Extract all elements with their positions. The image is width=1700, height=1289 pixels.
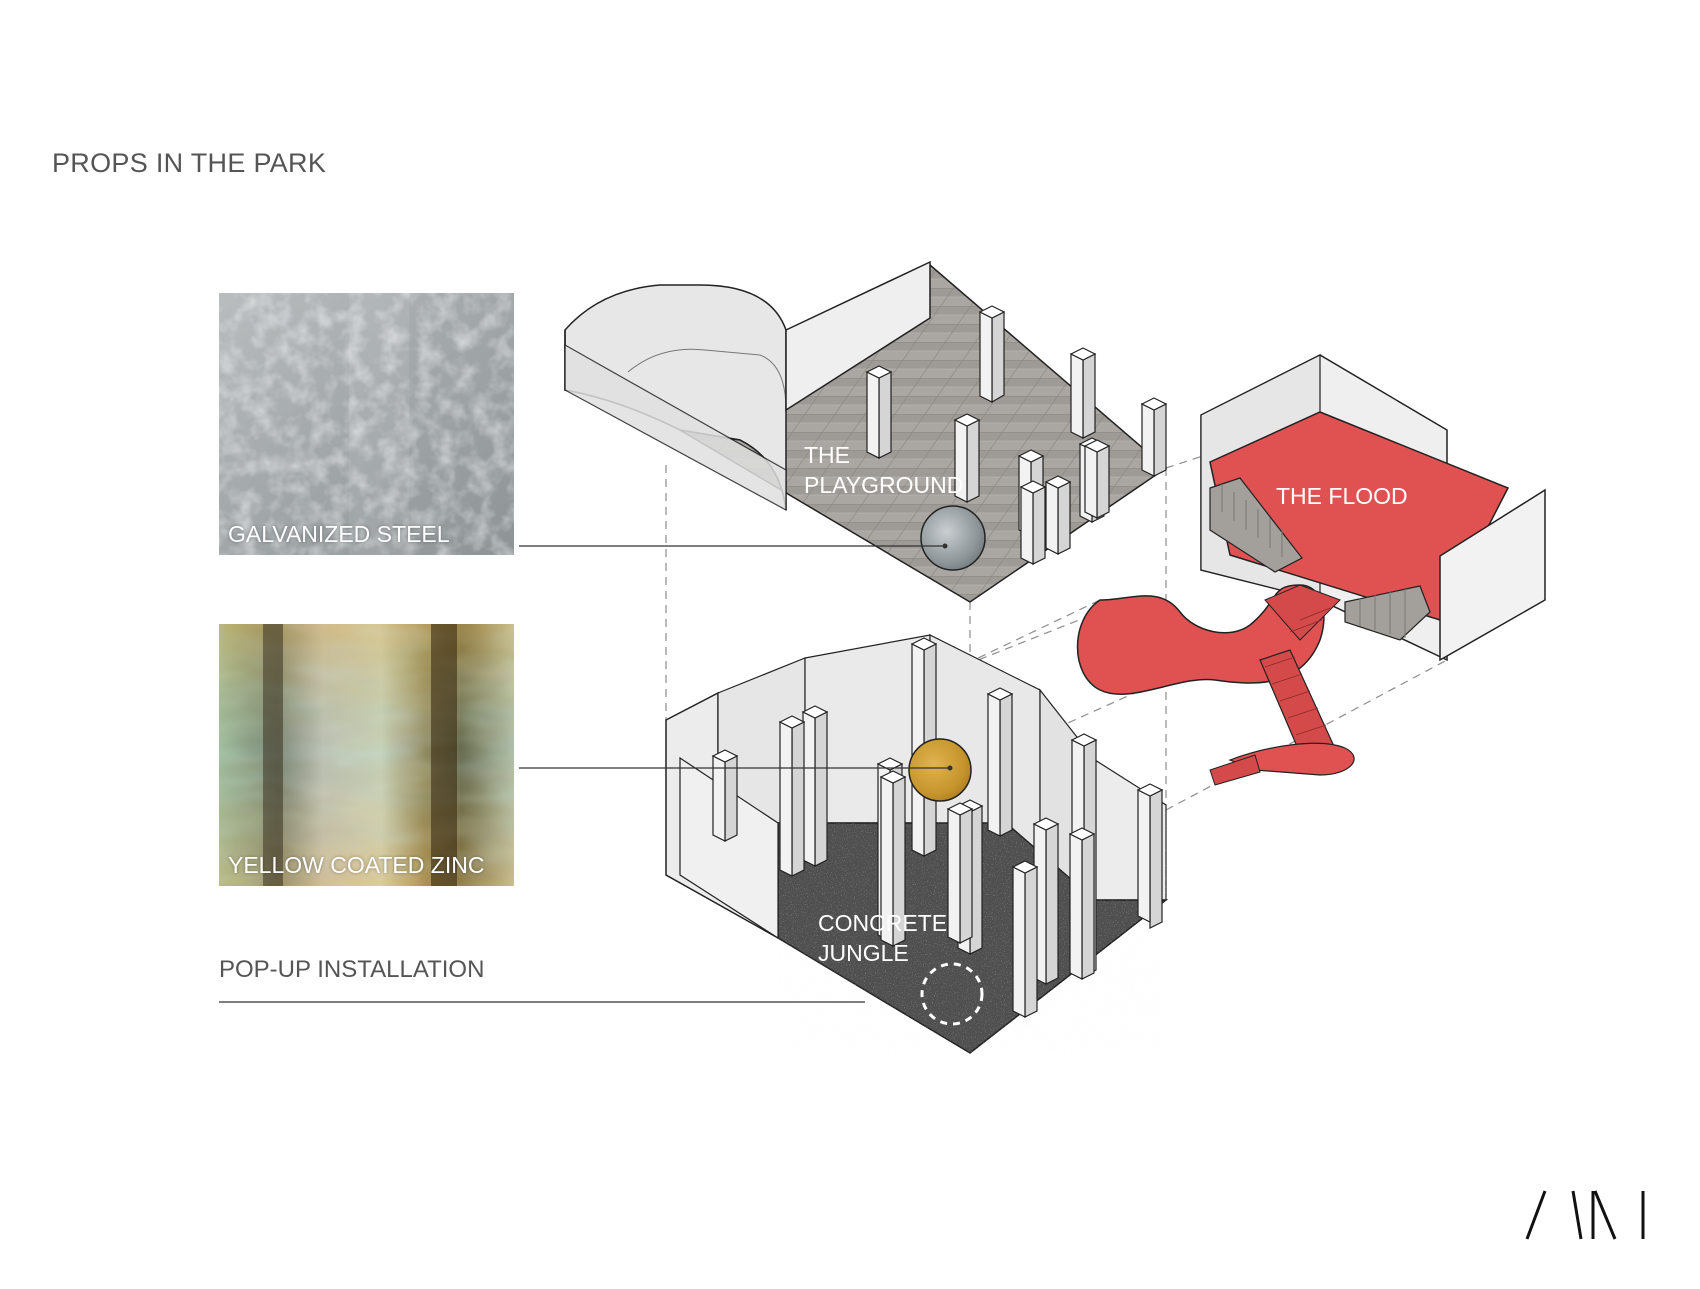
galvanized-steel-swatch: GALVANIZED STEEL xyxy=(219,293,514,555)
popup-installation-label: POP-UP INSTALLATION xyxy=(219,956,485,983)
page-title: PROPS IN THE PARK xyxy=(52,148,327,178)
jungle-label: CONCRETE JUNGLE xyxy=(818,908,947,968)
yellow-coated-zinc-label: YELLOW COATED ZINC xyxy=(228,852,485,878)
popup-marker-circle xyxy=(920,962,984,1026)
jungle-label-line2: JUNGLE xyxy=(818,940,909,966)
jungle-posts xyxy=(711,637,1164,1018)
steel-sphere xyxy=(920,505,986,571)
brass-sphere xyxy=(908,738,972,802)
playground-label: THE PLAYGROUND xyxy=(804,440,963,500)
playground-label-line1: THE xyxy=(804,442,850,468)
yellow-coated-zinc-swatch: YELLOW COATED ZINC xyxy=(219,624,514,886)
playground-label-line2: PLAYGROUND xyxy=(804,472,964,498)
galvanized-steel-label: GALVANIZED STEEL xyxy=(228,521,450,547)
jungle-label-line1: CONCRETE xyxy=(818,910,948,936)
playground-posts xyxy=(865,305,1168,565)
flood-label: THE FLOOD xyxy=(1276,483,1408,509)
flood-block xyxy=(1076,354,1546,786)
aim-logo xyxy=(1525,1190,1645,1240)
